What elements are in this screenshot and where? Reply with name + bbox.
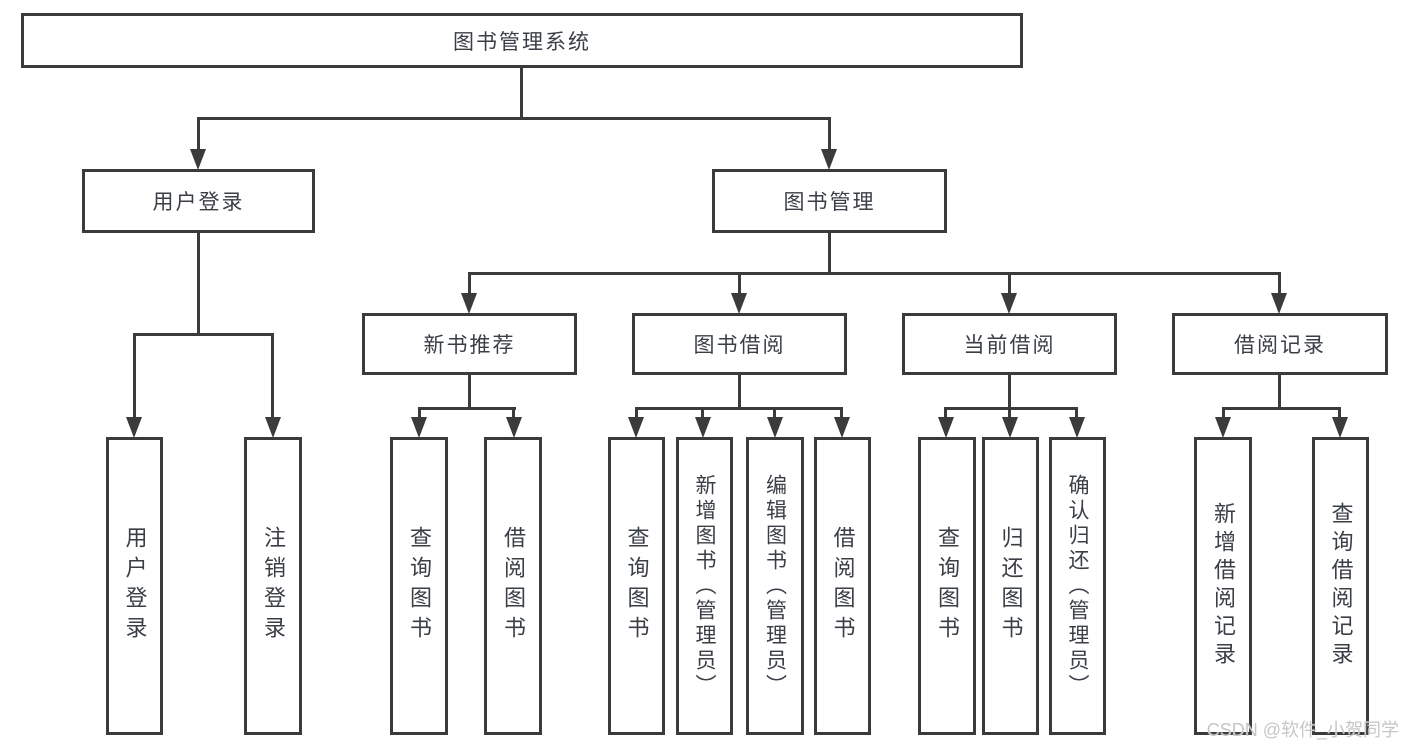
connector-level3-bar	[468, 272, 1281, 275]
leaf-confirm-return-label: 确认归还（管理员）	[1066, 473, 1089, 699]
csdn-watermark: CSDN @软件_小贺同学	[1206, 720, 1399, 740]
leaf-query-books-1: 查询图书	[390, 437, 448, 735]
connector-current-borrow-bar	[944, 407, 1078, 410]
arrow-down-icon	[126, 417, 142, 438]
leaf-add-borrow-record-label: 新增借阅记录	[1211, 502, 1236, 670]
leaf-add-books-label: 新增图书（管理员）	[693, 473, 716, 699]
leaf-borrow-books-2-label: 借阅图书	[830, 526, 856, 646]
connector-book-mgmt-stem	[828, 231, 831, 275]
connector-root-stem	[520, 68, 523, 118]
connector-leaf-drop	[512, 407, 515, 419]
node-user-login: 用户登录	[82, 169, 315, 233]
connector-new-book-bar	[418, 407, 516, 410]
node-new-book-recommend-label: 新书推荐	[423, 334, 516, 357]
leaf-query-books-2: 查询图书	[608, 437, 665, 735]
node-root: 图书管理系统	[21, 13, 1023, 68]
leaf-return-books: 归还图书	[982, 437, 1039, 735]
connector-level3-drop	[1278, 272, 1281, 296]
connector-user-login-stem	[197, 231, 200, 335]
arrow-down-icon	[1001, 293, 1017, 314]
connector-record-stem	[1278, 373, 1281, 409]
connector-level1-bar	[197, 117, 831, 120]
connector-leaf-drop	[840, 407, 843, 419]
arrow-down-icon	[1215, 417, 1231, 438]
connector-leaf-drop	[701, 407, 704, 419]
leaf-query-books-1-label: 查询图书	[407, 526, 432, 646]
arrow-down-icon	[506, 417, 522, 438]
connector-current-borrow-stem	[1008, 373, 1011, 409]
connector-leaf-drop	[133, 333, 136, 418]
arrow-down-icon	[1332, 417, 1348, 438]
arrow-down-icon	[731, 293, 747, 314]
arrow-down-icon	[821, 149, 837, 170]
connector-book-borrow-bar	[635, 407, 843, 410]
connector-leaf-drop	[773, 407, 776, 419]
connector-level3-drop	[468, 272, 471, 296]
connector-new-book-stem	[468, 373, 471, 409]
node-root-label: 图书管理系统	[453, 30, 591, 54]
leaf-edit-books-label: 编辑图书（管理员）	[763, 473, 787, 699]
leaf-logout: 注销登录	[244, 437, 302, 735]
node-book-management-label: 图书管理	[783, 191, 876, 214]
arrow-down-icon	[628, 417, 644, 438]
leaf-borrow-books-1-label: 借阅图书	[501, 526, 526, 646]
connector-leaf-drop	[635, 407, 638, 419]
connector-record-bar	[1222, 407, 1341, 410]
leaf-add-books: 新增图书（管理员）	[676, 437, 733, 735]
arrow-down-icon	[1002, 417, 1018, 438]
leaf-user-login-label: 用户登录	[122, 526, 148, 646]
leaf-edit-books: 编辑图书（管理员）	[746, 437, 804, 735]
arrow-down-icon	[1069, 417, 1085, 438]
node-book-borrowing: 图书借阅	[632, 313, 847, 375]
leaf-logout-label: 注销登录	[261, 526, 286, 646]
leaf-return-books-label: 归还图书	[998, 526, 1024, 646]
node-book-borrowing-label: 图书借阅	[693, 334, 786, 357]
arrow-down-icon	[461, 293, 477, 314]
connector-book-borrow-stem	[738, 373, 741, 409]
node-current-borrowing: 当前借阅	[902, 313, 1117, 375]
connector-book-mgmt-drop	[828, 117, 831, 151]
leaf-query-borrow-record-label: 查询借阅记录	[1328, 502, 1354, 670]
node-user-login-label: 用户登录	[152, 191, 245, 214]
arrow-down-icon	[1271, 293, 1287, 314]
leaf-borrow-books-1: 借阅图书	[484, 437, 542, 735]
arrow-down-icon	[411, 417, 427, 438]
leaf-user-login: 用户登录	[106, 437, 163, 735]
connector-leaf-drop	[1008, 407, 1011, 419]
connector-leaf-drop	[944, 407, 947, 419]
node-borrow-records: 借阅记录	[1172, 313, 1388, 375]
arrow-down-icon	[265, 417, 281, 438]
connector-leaf-drop	[1222, 407, 1225, 419]
node-new-book-recommend: 新书推荐	[362, 313, 577, 375]
leaf-query-books-3: 查询图书	[918, 437, 976, 735]
connector-level3-drop	[1008, 272, 1011, 296]
connector-leaf-drop	[1075, 407, 1078, 419]
leaf-borrow-books-2: 借阅图书	[814, 437, 871, 735]
arrow-down-icon	[695, 417, 711, 438]
leaf-query-books-3-label: 查询图书	[935, 526, 960, 646]
arrow-down-icon	[767, 417, 783, 438]
connector-user-login-drop	[197, 117, 200, 151]
arrow-down-icon	[190, 149, 206, 170]
connector-leaf-drop	[418, 407, 421, 419]
arrow-down-icon	[834, 417, 850, 438]
leaf-add-borrow-record: 新增借阅记录	[1194, 437, 1252, 735]
connector-leaf-drop	[271, 333, 274, 418]
connector-user-login-bar	[133, 333, 274, 336]
arrow-down-icon	[938, 417, 954, 438]
connector-leaf-drop	[1338, 407, 1341, 419]
node-borrow-records-label: 借阅记录	[1234, 334, 1326, 357]
leaf-query-books-2-label: 查询图书	[624, 526, 650, 646]
connector-level3-drop	[738, 272, 741, 296]
leaf-confirm-return: 确认归还（管理员）	[1049, 437, 1106, 735]
node-book-management: 图书管理	[712, 169, 947, 233]
leaf-query-borrow-record: 查询借阅记录	[1312, 437, 1369, 735]
node-current-borrowing-label: 当前借阅	[963, 334, 1056, 357]
